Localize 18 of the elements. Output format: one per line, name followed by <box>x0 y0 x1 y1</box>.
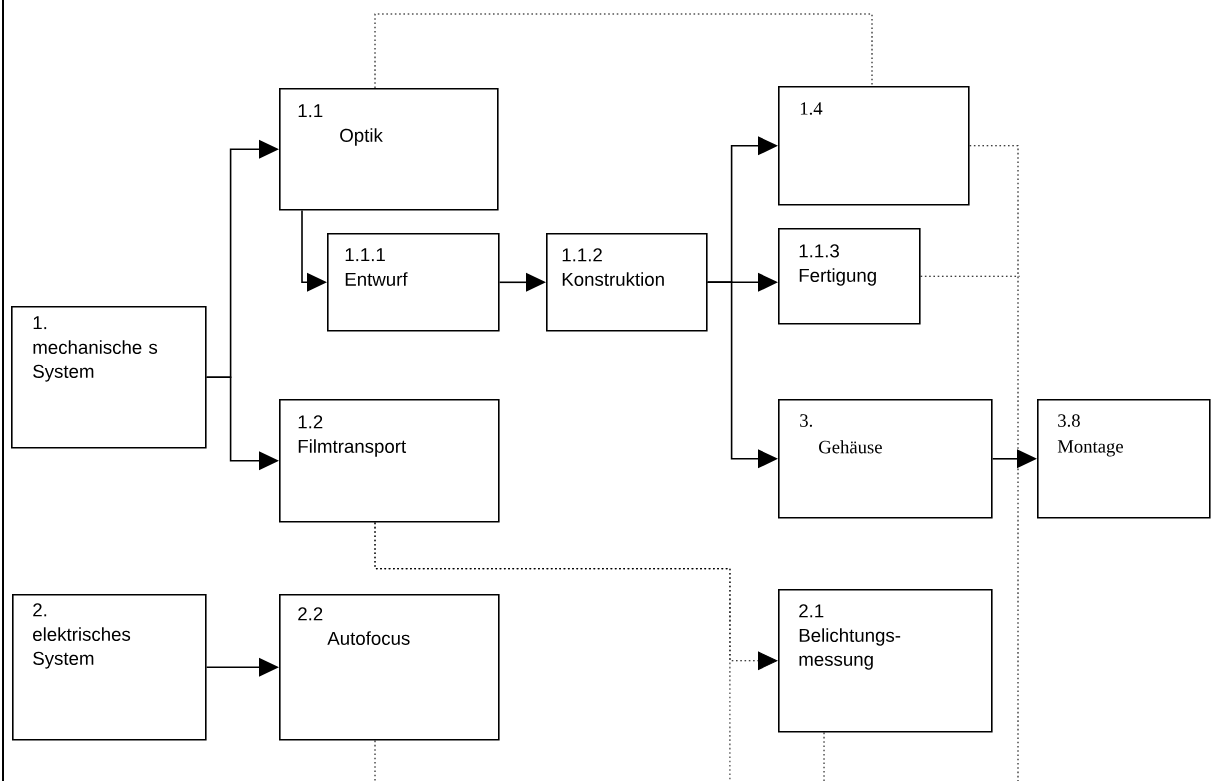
process-box: 1.1.3 Fertigung <box>778 228 921 325</box>
connector-line <box>823 732 825 781</box>
process-box: 1. mechanische s System <box>11 306 207 449</box>
process-box: 1.1 Optik <box>279 88 499 211</box>
process-box: 1.1.2 Konstruktion <box>546 233 708 332</box>
process-box: 1.4 <box>778 86 970 206</box>
process-box: 3.8 Montage <box>1037 399 1211 519</box>
connector-line <box>374 13 873 89</box>
process-box: 1.2 Filmtransport <box>279 399 500 523</box>
connector-line <box>920 275 1021 277</box>
process-box: 2.2 Autofocus <box>279 594 500 741</box>
connector-line <box>374 522 731 781</box>
process-box: 2.1 Belichtungs- messung <box>778 589 993 733</box>
process-box: 3. Gehäuse <box>778 399 993 519</box>
connector-line <box>374 740 376 781</box>
connector-line <box>969 145 1019 781</box>
process-box: 1.1.1 Entwurf <box>327 233 500 332</box>
process-box: 2. elektrisches System <box>12 594 207 741</box>
